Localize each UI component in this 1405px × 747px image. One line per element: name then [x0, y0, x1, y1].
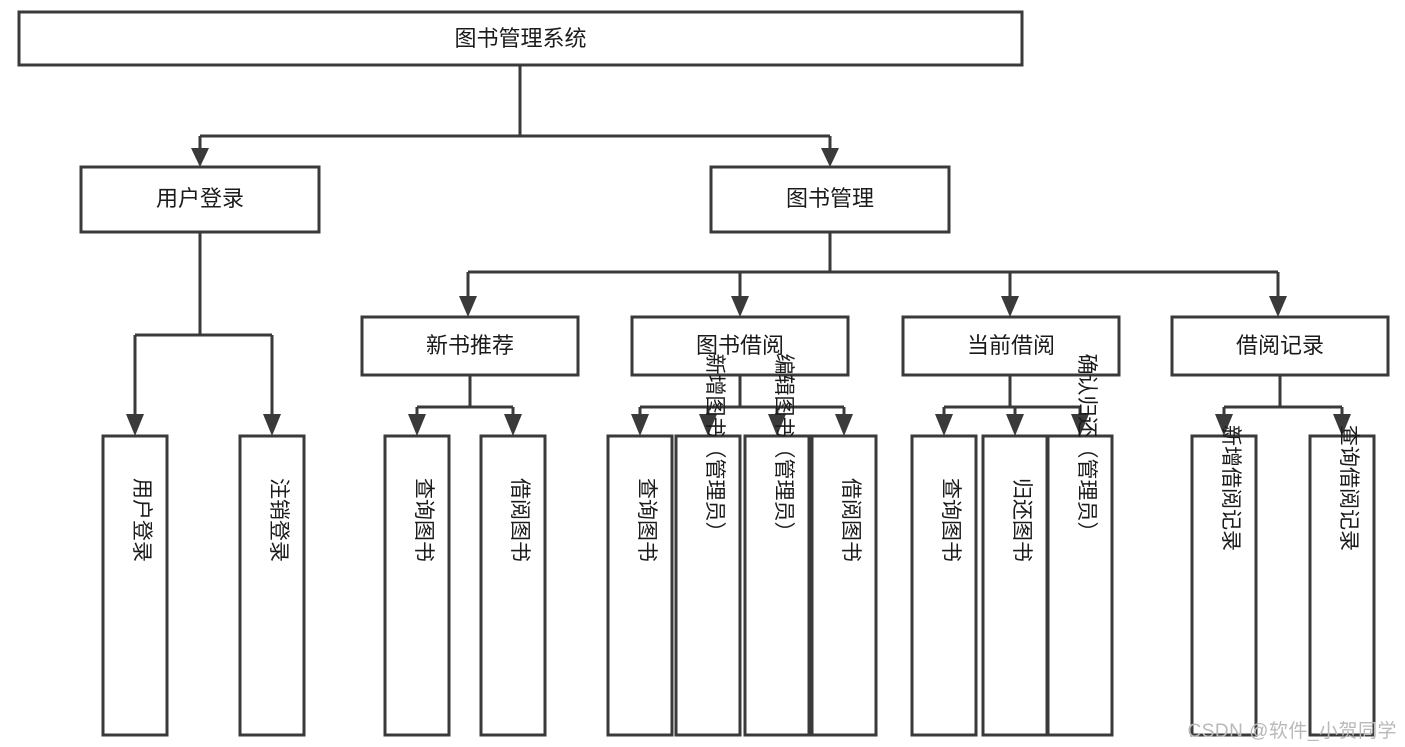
arrowhead-book-borrow	[731, 296, 749, 317]
connector-group-current-borrow	[935, 375, 1089, 436]
node-leaf-borrow-book-2[interactable]: 借阅图书	[810, 434, 878, 737]
node-new-book-rec[interactable]: 新书推荐	[360, 315, 580, 377]
arrowhead-leaf-add-book	[699, 414, 717, 436]
node-leaf-return-book-label: 归还图书	[1010, 478, 1033, 562]
node-leaf-query-book-2-box[interactable]	[606, 434, 674, 737]
node-leaf-query-book-3-label: 查询图书	[939, 478, 962, 562]
node-leaf-confirm-return[interactable]: 确认归还（管理员）	[1046, 354, 1114, 737]
node-book-borrow-label: 图书借阅	[696, 333, 784, 358]
node-leaf-logout-box[interactable]	[238, 434, 306, 737]
node-root-label: 图书管理系统	[454, 26, 586, 51]
node-leaf-borrow-book-1[interactable]: 借阅图书	[479, 434, 547, 737]
node-leaf-edit-book-box[interactable]	[743, 434, 811, 737]
node-current-borrow-label: 当前借阅	[967, 333, 1055, 358]
node-leaf-edit-book[interactable]: 编辑图书（管理员）	[743, 354, 811, 737]
connector-group-root	[191, 65, 839, 167]
arrowhead-leaf-logout	[263, 414, 281, 436]
node-book-manage-box[interactable]	[709, 165, 951, 234]
arrowhead-leaf-confirm-return	[1071, 414, 1089, 436]
node-leaf-add-book-box[interactable]	[674, 434, 742, 737]
arrowhead-new-book-rec	[459, 296, 477, 317]
node-leaf-borrow-book-1-box[interactable]	[479, 434, 547, 737]
node-root[interactable]: 图书管理系统	[17, 10, 1024, 67]
node-leaf-query-record-box[interactable]	[1308, 434, 1376, 737]
csdn-watermark: CSDN @软件_小贺同学	[1187, 721, 1397, 742]
node-leaf-add-record[interactable]: 新增借阅记录	[1190, 425, 1258, 737]
node-user-login-box[interactable]	[79, 165, 321, 234]
node-leaf-confirm-return-label: 确认归还（管理员）	[1075, 354, 1098, 543]
node-leaf-query-book-3-box[interactable]	[910, 434, 978, 737]
arrowhead-leaf-user-login	[126, 414, 144, 436]
node-leaf-query-book-1-box[interactable]	[383, 434, 451, 737]
node-current-borrow[interactable]: 当前借阅	[901, 315, 1121, 377]
connector-group-borrow-record	[1215, 375, 1351, 436]
node-leaf-logout[interactable]: 注销登录	[238, 434, 306, 737]
node-leaf-logout-label: 注销登录	[267, 478, 290, 562]
node-leaf-query-book-1[interactable]: 查询图书	[383, 434, 451, 737]
node-root-box[interactable]	[17, 10, 1024, 67]
node-borrow-record[interactable]: 借阅记录	[1170, 315, 1390, 377]
node-book-borrow-box[interactable]	[630, 315, 850, 377]
node-user-login[interactable]: 用户登录	[79, 165, 321, 234]
arrowhead-leaf-borrow-book-1	[504, 414, 522, 436]
node-leaf-user-login-box[interactable]	[101, 434, 169, 737]
node-leaf-user-login-label: 用户登录	[130, 478, 153, 562]
node-current-borrow-box[interactable]	[901, 315, 1121, 377]
arrowhead-leaf-borrow-book-2	[835, 414, 853, 436]
node-leaf-query-book-2-label: 查询图书	[635, 478, 658, 562]
arrowhead-leaf-query-record	[1333, 414, 1351, 436]
arrowhead-leaf-return-book	[1006, 414, 1024, 436]
node-leaf-add-record-label: 新增借阅记录	[1219, 425, 1242, 551]
node-borrow-record-box[interactable]	[1170, 315, 1390, 377]
arrowhead-leaf-edit-book	[768, 414, 786, 436]
node-leaf-query-book-3[interactable]: 查询图书	[910, 434, 978, 737]
node-borrow-record-label: 借阅记录	[1236, 333, 1324, 358]
node-leaf-add-book[interactable]: 新增图书（管理员）	[674, 354, 742, 737]
node-leaf-query-record-label: 查询借阅记录	[1337, 425, 1360, 551]
arrowhead-user-login	[191, 148, 209, 167]
node-leaf-query-record[interactable]: 查询借阅记录	[1308, 425, 1376, 737]
connector-group-book-manage	[459, 232, 1287, 317]
node-leaf-return-book[interactable]: 归还图书	[981, 434, 1049, 737]
connector-group-book-borrow	[631, 375, 853, 436]
node-new-book-rec-label: 新书推荐	[426, 333, 514, 358]
node-book-manage-label: 图书管理	[786, 186, 874, 211]
node-leaf-confirm-return-box[interactable]	[1046, 434, 1114, 737]
arrowhead-leaf-query-book-1	[408, 414, 426, 436]
arrowhead-leaf-add-record	[1215, 414, 1233, 436]
node-leaf-borrow-book-1-label: 借阅图书	[508, 478, 531, 562]
node-user-login-label: 用户登录	[156, 186, 244, 211]
arrowhead-current-borrow	[1001, 296, 1019, 317]
node-leaf-borrow-book-2-label: 借阅图书	[839, 478, 862, 562]
node-new-book-rec-box[interactable]	[360, 315, 580, 377]
node-leaf-add-book-label: 新增图书（管理员）	[703, 354, 726, 543]
node-leaf-borrow-book-2-box[interactable]	[810, 434, 878, 737]
node-leaf-query-book-1-label: 查询图书	[412, 478, 435, 562]
node-leaf-edit-book-label: 编辑图书（管理员）	[772, 354, 795, 543]
arrowhead-leaf-query-book-2	[631, 414, 649, 436]
node-book-manage[interactable]: 图书管理	[709, 165, 951, 234]
node-leaf-query-book-2[interactable]: 查询图书	[606, 434, 674, 737]
arrowhead-book-manage	[821, 148, 839, 167]
node-leaf-user-login[interactable]: 用户登录	[101, 434, 169, 737]
connector-group-user-login	[126, 232, 281, 436]
connector-group-new-book-rec	[408, 375, 522, 436]
node-book-borrow[interactable]: 图书借阅	[630, 315, 850, 377]
arrowhead-borrow-record	[1269, 296, 1287, 317]
node-leaf-return-book-box[interactable]	[981, 434, 1049, 737]
node-leaf-add-record-box[interactable]	[1190, 434, 1258, 737]
arrowhead-leaf-query-book-3	[935, 414, 953, 436]
